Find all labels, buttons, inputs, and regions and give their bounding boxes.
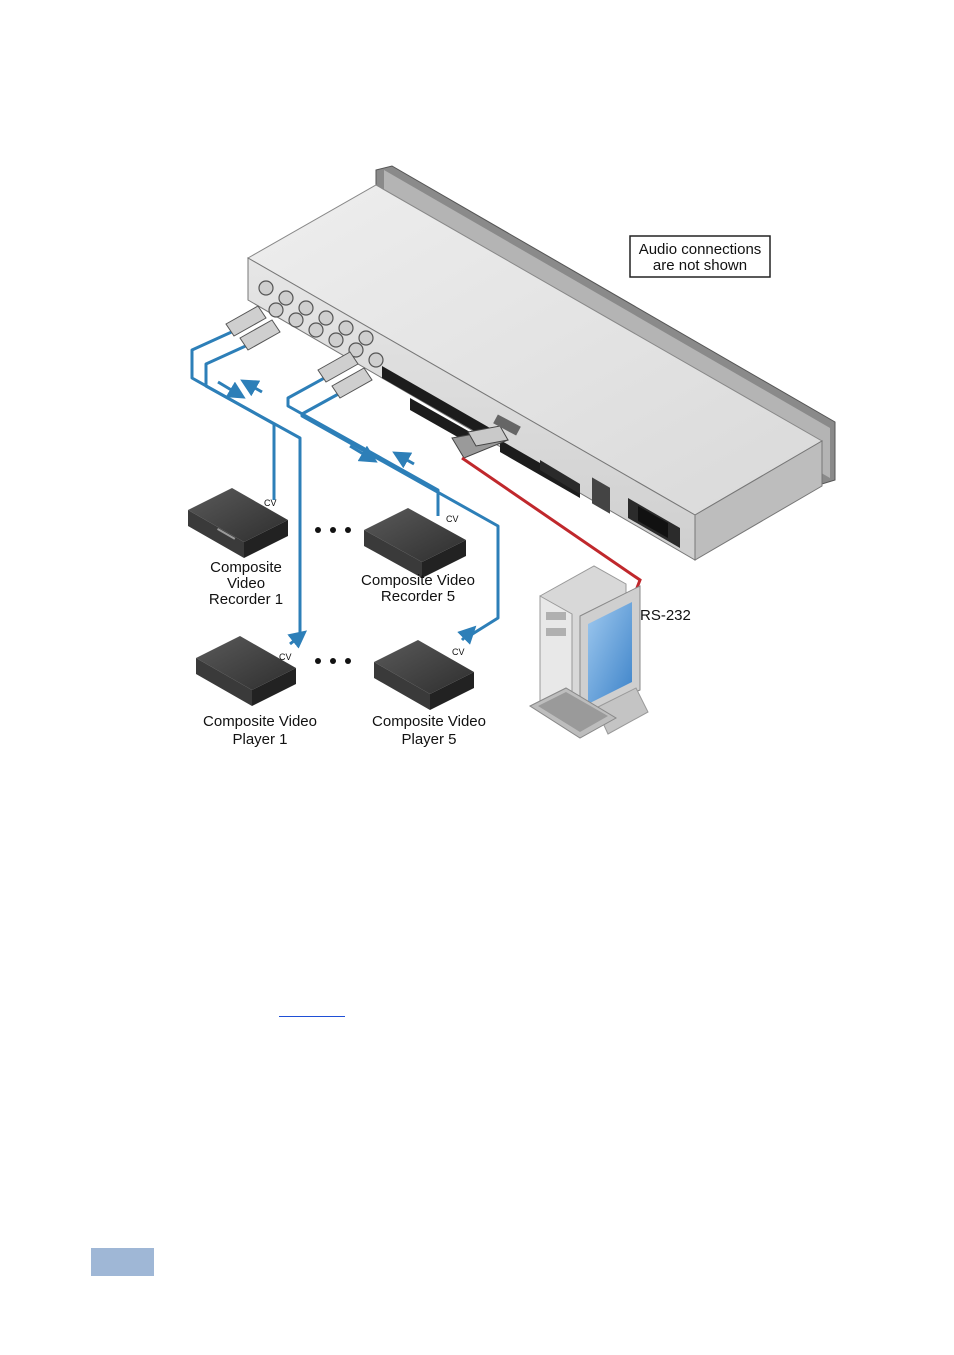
recorder-1-label-line-3: Recorder 1 (209, 591, 283, 608)
callout-box (629, 235, 771, 278)
player-5-label-line-2: Player 5 (401, 731, 456, 748)
player-5-label-line-1: Composite Video (372, 713, 486, 730)
player-5-device (374, 640, 474, 710)
cable-plugs (225, 305, 373, 399)
hyperlink-underline[interactable] (279, 1016, 345, 1017)
player-1-device (196, 636, 296, 706)
page-number-tab (91, 1248, 154, 1276)
serial-connector (451, 414, 521, 459)
ellipsis-dots (315, 527, 351, 664)
cv-label-recorder-1: CV (264, 498, 277, 508)
recorder-5-label-line-1: Composite Video (361, 572, 475, 589)
recorder-5-label-line-2: Recorder 5 (381, 588, 455, 605)
player-1-label-line-1: Composite Video (203, 713, 317, 730)
bnc-connectors (258, 280, 384, 368)
pc-computer (528, 565, 649, 739)
recorder-1-label-line-2: Video (227, 575, 265, 592)
recorder-5-device (364, 508, 466, 578)
cv-label-player-5: CV (452, 647, 465, 657)
video-cables (190, 328, 500, 649)
matrix-switcher (246, 165, 836, 561)
cv-label-player-1: CV (279, 652, 292, 662)
recorder-1-label-line-1: Composite (210, 559, 282, 576)
callout-line-1: Audio connections (639, 241, 762, 258)
callout-line-2: are not shown (653, 257, 747, 274)
rs232-label: RS-232 (640, 607, 691, 624)
recorder-1-device (188, 488, 288, 558)
power-inlet (628, 498, 680, 548)
cv-label-recorder-5: CV (446, 514, 459, 524)
player-1-label-line-2: Player 1 (232, 731, 287, 748)
